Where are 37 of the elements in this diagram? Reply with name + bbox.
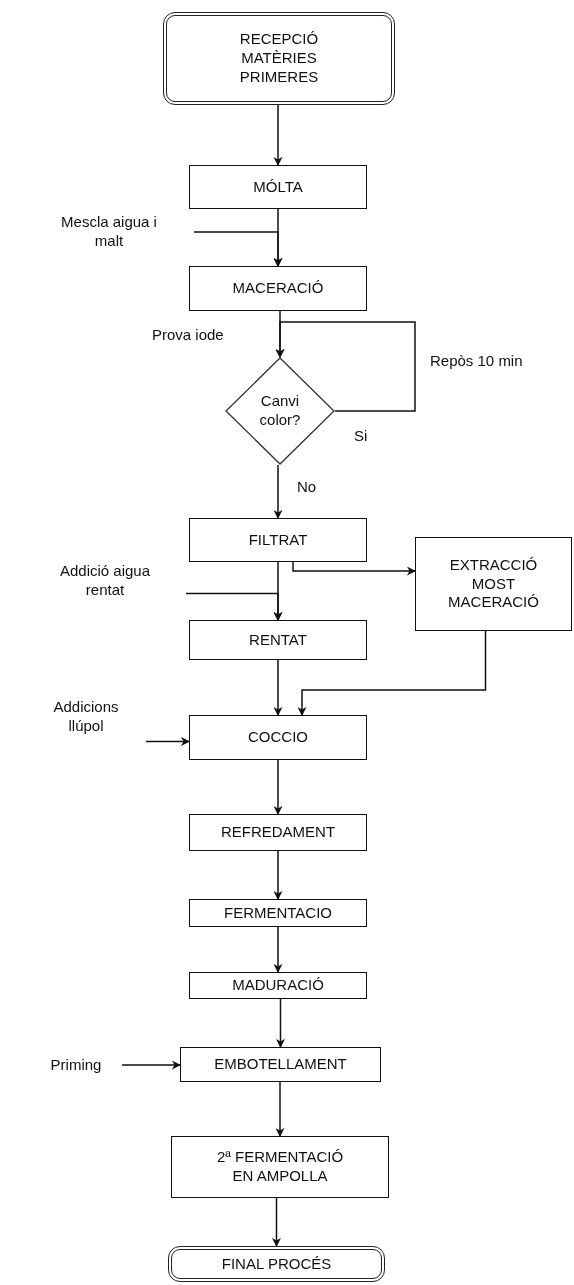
input-label: Addició aigua rentat (58, 562, 152, 600)
arrow (273, 104, 283, 166)
arrow (273, 759, 283, 815)
process-box: COCCIO (189, 715, 367, 760)
arrow (275, 321, 416, 412)
arrow (292, 561, 416, 576)
process-box: EMBOTELLAMENT (180, 1047, 381, 1082)
input-label: Addicions llúpol (52, 698, 120, 736)
terminal-box: FINAL PROCÉS (168, 1246, 385, 1282)
note-label: Repòs 10 min (428, 352, 525, 369)
process-box: EXTRACCIÓ MOST MACERACIÓ (415, 537, 572, 631)
process-box: FILTRAT (189, 518, 367, 562)
edge-label: Si (352, 427, 370, 444)
arrow (273, 926, 283, 973)
arrow (275, 1081, 285, 1137)
decision-text: Canvi color? (258, 392, 302, 430)
process-box: FERMENTACIO (189, 899, 367, 927)
arrow (185, 592, 283, 621)
process-box: 2ª FERMENTACIÓ EN AMPOLLA (171, 1136, 389, 1198)
edge-label: Prova iode (150, 326, 226, 343)
arrow (273, 850, 283, 900)
arrow (273, 659, 283, 716)
process-box: MACERACIÓ (189, 266, 367, 311)
arrow (273, 464, 283, 519)
arrow (276, 998, 285, 1048)
process-box: MADURACIÓ (189, 972, 367, 999)
terminal-box: RECEPCIÓ MATÈRIES PRIMERES (163, 12, 395, 105)
input-label: Priming (50, 1055, 102, 1075)
arrow (297, 630, 487, 716)
process-box: REFREDAMENT (189, 814, 367, 851)
process-box: MÓLTA (189, 165, 367, 209)
process-box: RENTAT (189, 620, 367, 660)
arrow (272, 1197, 281, 1247)
arrow (145, 737, 190, 746)
arrow (121, 1060, 181, 1070)
input-label: Mescla aigua i malt (60, 213, 158, 251)
arrow (193, 231, 283, 267)
